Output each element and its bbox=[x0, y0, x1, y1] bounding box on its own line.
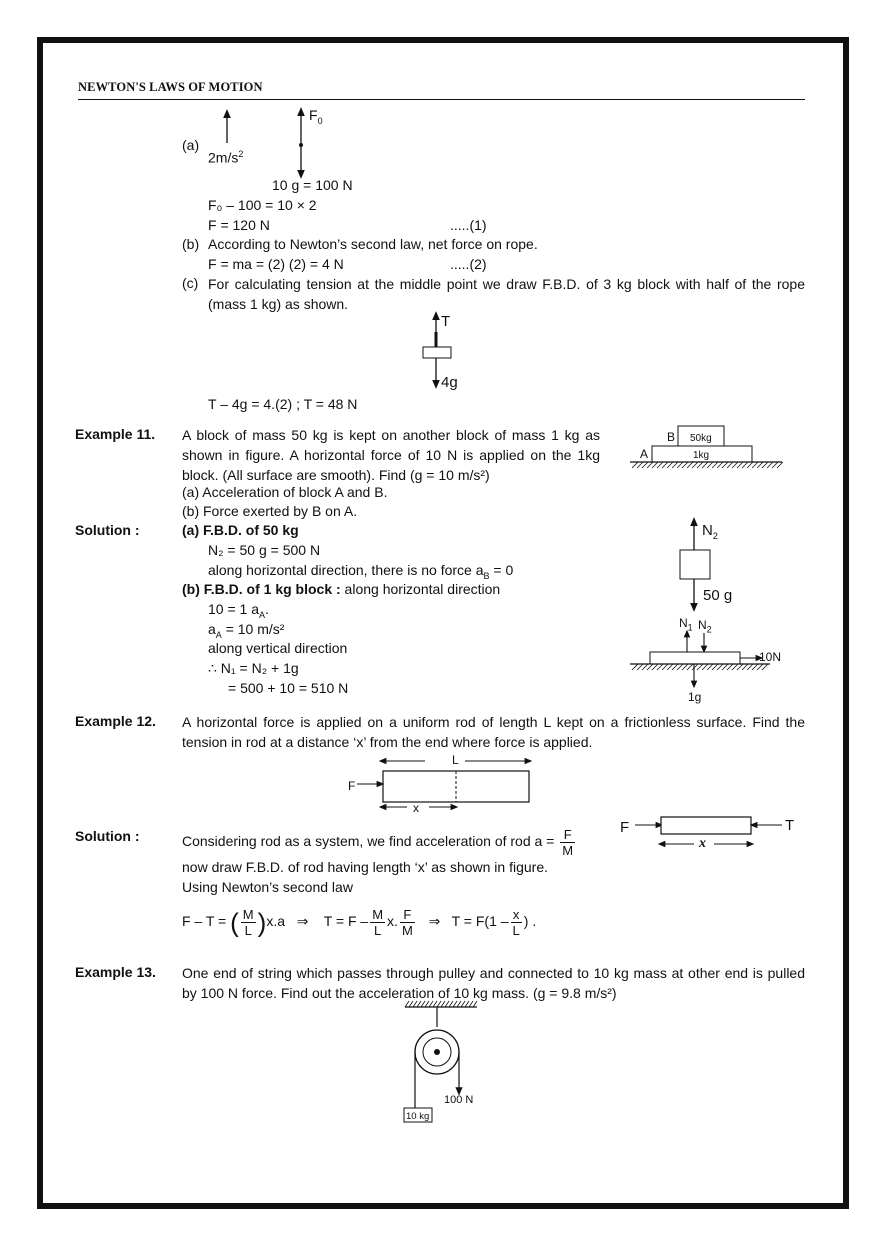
header-rule bbox=[78, 99, 805, 100]
example-13-text: One end of string which passes through p… bbox=[182, 965, 805, 1001]
block-a-label: A bbox=[640, 447, 649, 461]
sol12-l1: Considering rod as a system, we find acc… bbox=[182, 827, 576, 858]
solution-12-label: Solution : bbox=[75, 828, 140, 844]
weight-label: 10 g = 100 N bbox=[272, 177, 353, 193]
example-11-qb: (b) Force exerted by B on A. bbox=[182, 503, 358, 519]
eq-b-tag: .....(2) bbox=[450, 256, 487, 272]
block-b-label: B bbox=[667, 430, 676, 444]
fbd-ground-hatch bbox=[631, 663, 769, 671]
mass-10kg-label: 10 kg bbox=[406, 1111, 430, 1122]
accel-label: 2m/s2 bbox=[208, 149, 244, 166]
sol12-l3: Using Newton’s second law bbox=[182, 879, 353, 895]
force-100n-label: 100 N bbox=[444, 1094, 474, 1106]
eq-b: F = ma = (2) (2) = 4 N bbox=[208, 256, 344, 272]
fig12-l-label: L bbox=[452, 753, 459, 767]
example-11-figure bbox=[630, 425, 784, 469]
tension-label: T bbox=[441, 313, 451, 330]
sol11-b-head: (b) F.B.D. of 1 kg block : along horizon… bbox=[182, 581, 501, 597]
ceiling-hatch bbox=[404, 1000, 478, 1008]
part-a-label: (a) bbox=[182, 137, 200, 153]
sol11-a-head: (a) F.B.D. of 50 kg bbox=[182, 522, 299, 538]
weight-4g-label: 4g bbox=[441, 374, 458, 391]
fbd-n2b-label: N2 bbox=[698, 618, 712, 635]
eq-a1: F₀ – 100 = 10 × 2 bbox=[208, 197, 317, 213]
example-13-figure bbox=[403, 1000, 478, 1123]
part-b-text: According to Newton’s second law, net fo… bbox=[208, 236, 538, 252]
part-c-fbd bbox=[422, 311, 452, 389]
point-mass bbox=[299, 143, 303, 147]
fbd-50g-label: 50 g bbox=[703, 587, 733, 604]
eq-a2: F = 120 N bbox=[208, 217, 270, 233]
sol11-l5: along vertical direction bbox=[208, 640, 348, 656]
page-border bbox=[37, 37, 849, 1209]
rod-segment bbox=[660, 816, 752, 835]
example-11-text: A block of mass 50 kg is kept on another… bbox=[182, 427, 600, 483]
example-13-label: Example 13. bbox=[75, 964, 156, 980]
solution-11-fbd bbox=[630, 517, 770, 689]
sol11-l6: ∴ N₁ = N₂ + 1g bbox=[208, 660, 299, 676]
fig12-f-label: F bbox=[348, 779, 356, 793]
sol11-l7: = 500 + 10 = 510 N bbox=[228, 680, 349, 696]
fbd-1g-label: 1g bbox=[688, 690, 702, 704]
example-11-qa: (a) Acceleration of block A and B. bbox=[182, 484, 388, 500]
solution-12-figure bbox=[635, 816, 782, 848]
sol12-l2: now draw F.B.D. of rod having length ‘x’… bbox=[182, 859, 549, 875]
block-a-mass: 1kg bbox=[693, 450, 710, 461]
part-c-label: (c) bbox=[182, 275, 199, 291]
solution-11-label: Solution : bbox=[75, 522, 140, 538]
example-11-label: Example 11. bbox=[75, 426, 156, 442]
block-3kg bbox=[422, 346, 452, 359]
part-c-text: For calculating tension at the middle po… bbox=[208, 276, 805, 312]
fig12b-f-label: F bbox=[620, 819, 630, 836]
eq-c: T – 4g = 4.(2) ; T = 48 N bbox=[208, 396, 358, 412]
sol11-l1: N₂ = 50 g = 500 N bbox=[208, 542, 321, 558]
fig12b-x-label: x bbox=[699, 836, 706, 851]
mass-10kg bbox=[403, 1107, 433, 1123]
block-b-mass: 50kg bbox=[690, 433, 712, 444]
fbd-n2-label: N2 bbox=[702, 522, 718, 541]
sol11-l2: along horizontal direction, there is no … bbox=[208, 562, 514, 581]
fbd-n1-label: N1 bbox=[679, 616, 693, 633]
example-12-text: A horizontal force is applied on a unifo… bbox=[182, 714, 805, 750]
part-a-fbd bbox=[223, 107, 305, 179]
sol11-l4: aA = 10 m/s² bbox=[208, 621, 285, 640]
example-12-figure bbox=[357, 757, 533, 811]
fbd-1kg-block bbox=[649, 651, 741, 665]
example-12-label: Example 12. bbox=[75, 713, 156, 729]
fig12b-t-label: T bbox=[785, 817, 795, 834]
sol11-l3: 10 = 1 aA. bbox=[208, 601, 269, 620]
fbd-10n-label: 10N bbox=[759, 650, 782, 664]
page-header: NEWTON'S LAWS OF MOTION bbox=[78, 80, 263, 94]
pulley-axle bbox=[434, 1049, 440, 1055]
part-b-label: (b) bbox=[182, 236, 200, 252]
fig12-x-label: x bbox=[413, 801, 419, 815]
fbd-50kg-block bbox=[679, 549, 711, 580]
eq-a2-tag: .....(1) bbox=[450, 217, 487, 233]
ground-hatch bbox=[631, 461, 784, 469]
f0-label: F0 bbox=[309, 107, 323, 126]
